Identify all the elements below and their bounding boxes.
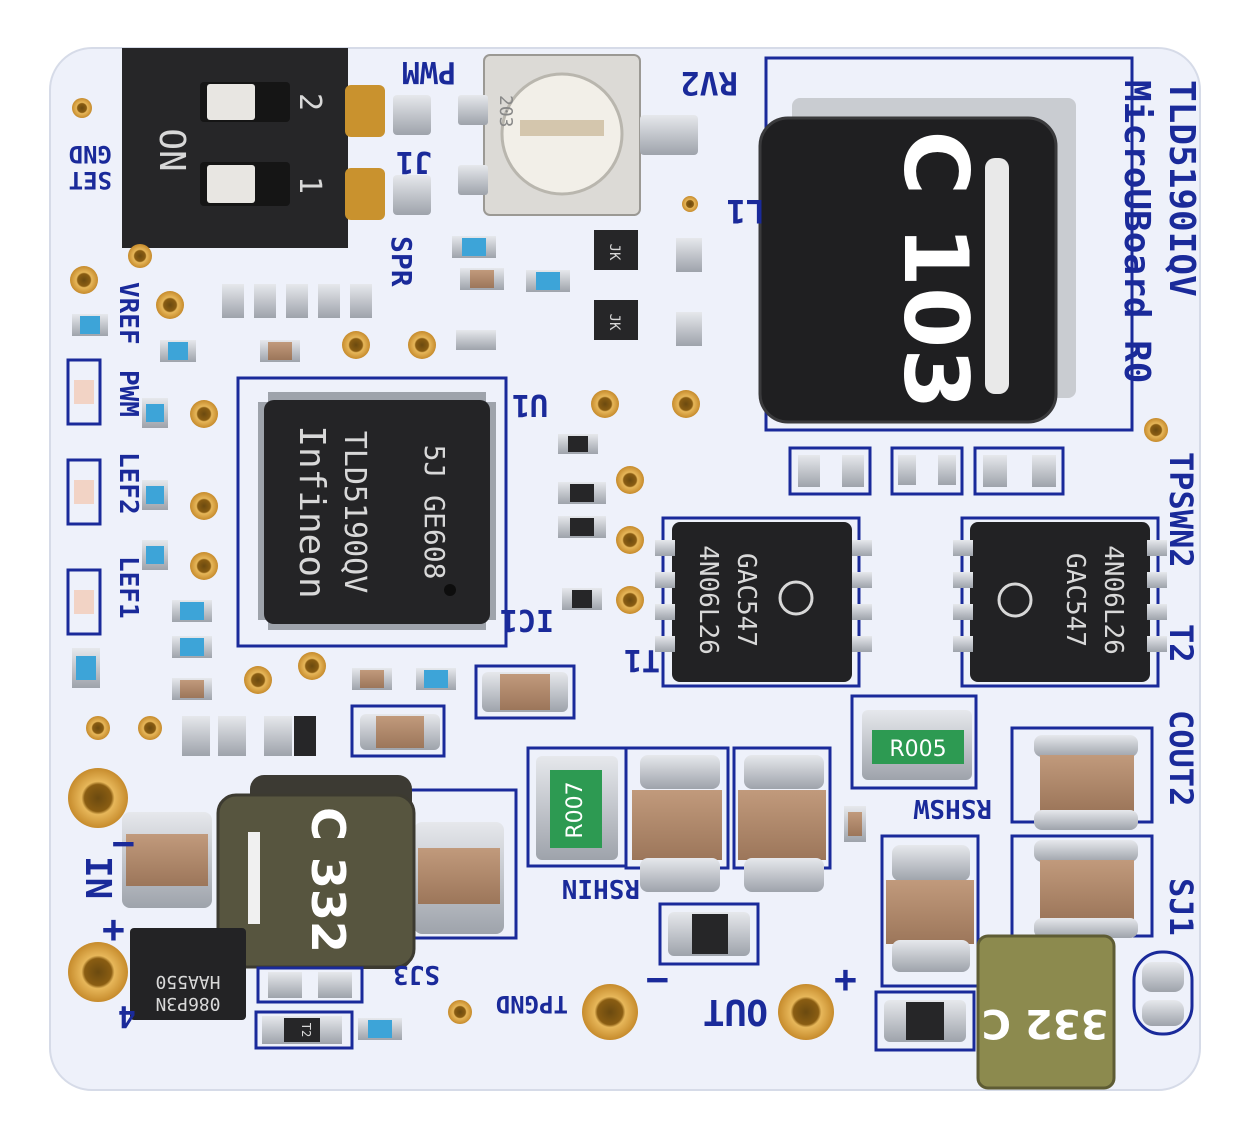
dip-2-label: 2 xyxy=(292,93,327,111)
t2-marking-2: GAC547 xyxy=(1060,553,1090,647)
dip-on-label: ON xyxy=(151,128,192,171)
inductor-l1-marking: C 103 xyxy=(884,131,987,410)
label-j1: J1 xyxy=(396,144,432,179)
label-set: SET xyxy=(69,166,112,194)
label-tpswn2: TPSWN2 xyxy=(1162,452,1200,568)
pmos-marking-1: 086P3N xyxy=(155,993,220,1014)
label-gnd: GND xyxy=(69,140,112,168)
label-pwm-led: PWM xyxy=(113,370,143,417)
label-rshsw: RSHSW xyxy=(913,793,992,823)
label-l1: L1 xyxy=(726,192,765,230)
capacitors-input xyxy=(122,788,518,940)
label-out: OUT xyxy=(703,991,768,1032)
trimmer-rv2[interactable]: 203 xyxy=(458,54,698,216)
label-lef1: LEF1 xyxy=(113,556,143,619)
l1-bottom-pads xyxy=(788,446,1065,496)
label-subtitle: MicroUBoard R0 xyxy=(1116,80,1157,383)
label-out-plus: + xyxy=(834,957,857,1001)
label-t2: T2 xyxy=(1162,624,1200,663)
resistor-rshin: R007 xyxy=(536,756,618,860)
label-u1: U1 xyxy=(512,387,548,422)
mosfet-t1: 4N06L26 GAC547 xyxy=(655,522,872,682)
t1-outline xyxy=(661,516,861,688)
resistor-rshsw: R005 xyxy=(862,710,972,780)
rshsw-marking: R005 xyxy=(889,737,946,762)
ic-u1: Infineon TLD5190QV 5J GE608 xyxy=(258,392,496,630)
label-rv2: RV2 xyxy=(680,64,738,102)
label-in-plus: + xyxy=(102,907,125,951)
label-in: IN xyxy=(77,856,118,899)
diode-1-marking: JK xyxy=(606,244,622,261)
label-lef2: LEF2 xyxy=(113,452,143,515)
label-in-minus: − xyxy=(112,821,135,865)
label-rshin: RSHIN xyxy=(562,873,640,903)
mosfet-t2: 4N06L26 GAC547 xyxy=(953,522,1167,682)
t2-marking-1: 4N06L26 xyxy=(1098,545,1128,655)
label-out-minus: − xyxy=(646,957,669,1001)
capacitors-output xyxy=(624,726,1154,988)
dip-switch[interactable]: ON 2 1 xyxy=(122,48,348,248)
smd-passives xyxy=(66,230,1194,1052)
label-d4: 4 xyxy=(118,998,136,1033)
j1-pad-top-2 xyxy=(393,95,431,135)
pmos-chip: 086P3N HAA550 xyxy=(130,928,246,1020)
j1-pad-bottom-2 xyxy=(393,175,431,215)
ic-code: 5J GE608 xyxy=(418,445,451,580)
diode-t2-marking: T2 xyxy=(299,1023,313,1037)
ic-brand: Infineon xyxy=(291,425,332,598)
inductor-right-marking: 332 C xyxy=(982,1000,1109,1046)
silkscreen-labels: TLD5190IQV MicroUBoard R0 TPSWN2 T2 COUT… xyxy=(69,54,1202,1033)
label-title: TLD5190IQV xyxy=(1161,80,1202,297)
gold-vias xyxy=(68,98,1168,1040)
label-t1: T1 xyxy=(624,642,660,677)
t1-marking-1: 4N06L26 xyxy=(693,545,723,655)
label-pwm-top: PWM xyxy=(402,54,456,89)
label-sj1: SJ1 xyxy=(1162,878,1200,936)
label-spr: SPR xyxy=(385,236,418,287)
label-ic1: IC1 xyxy=(500,602,554,637)
inductor-right: 332 C xyxy=(976,934,1116,1090)
ic-part: TLD5190QV xyxy=(337,431,372,594)
j1-pad-bottom xyxy=(345,168,385,220)
rshin-marking: R007 xyxy=(563,781,588,838)
inductor-l1: C 103 xyxy=(758,98,1076,424)
t2-outline xyxy=(960,516,1160,688)
rshsw-outline xyxy=(850,694,978,790)
pmos-marking-2: HAA550 xyxy=(155,971,220,992)
dip-1-label: 1 xyxy=(292,176,327,194)
inductor-left-marking: C 332 xyxy=(301,807,355,953)
inductor-left: C 332 xyxy=(216,775,416,969)
j1-pad-top xyxy=(345,85,385,137)
u1-outline xyxy=(236,376,508,648)
trimmer-code: 203 xyxy=(495,95,516,128)
label-sj3: SJ3 xyxy=(393,959,440,989)
label-vref: VREF xyxy=(113,282,143,345)
label-tpgnd: TPGND xyxy=(496,990,568,1018)
t1-marking-2: GAC547 xyxy=(731,553,761,647)
label-cout2: COUT2 xyxy=(1162,710,1200,806)
diode-2-marking: JK xyxy=(606,314,622,331)
